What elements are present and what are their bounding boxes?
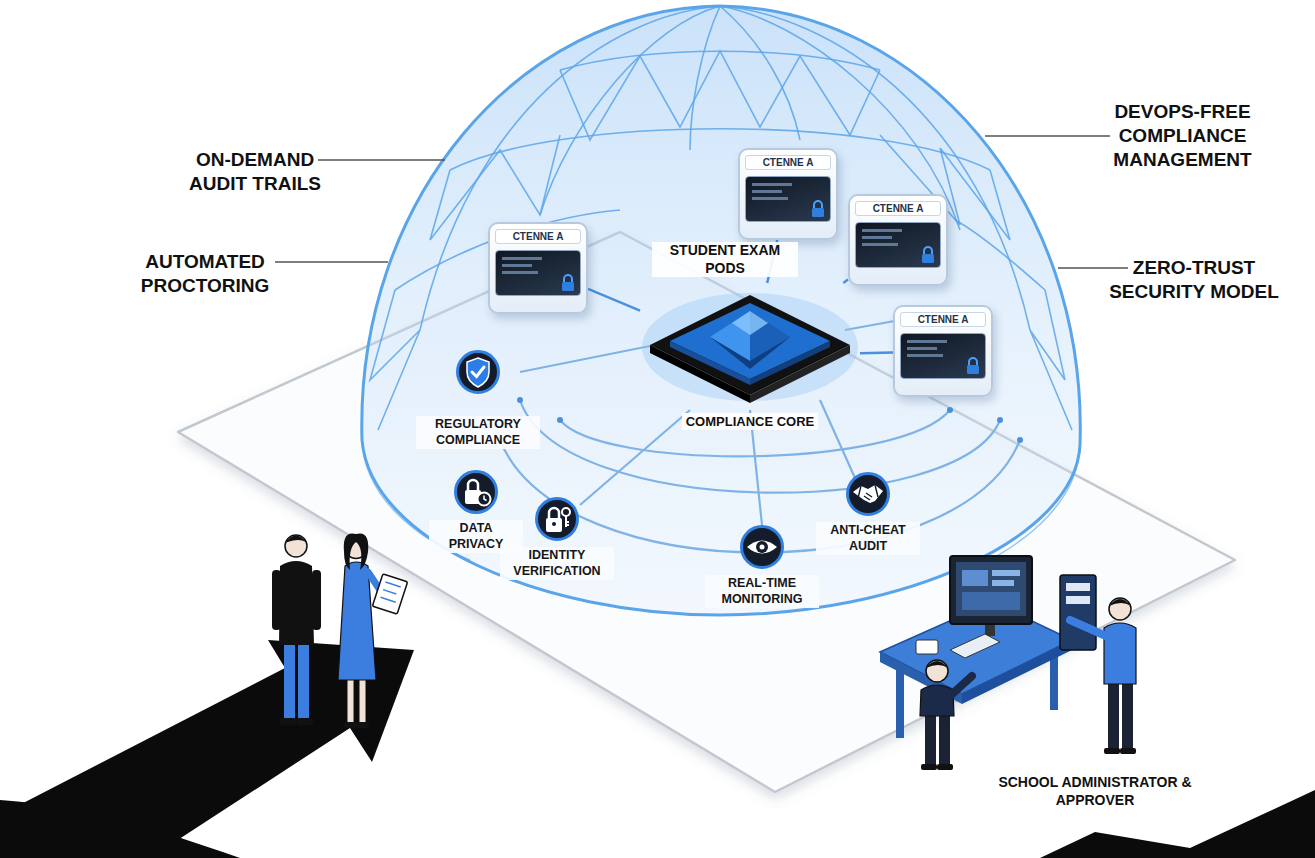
circuit-connector [843, 279, 848, 283]
circuit-connector [588, 289, 640, 311]
icon-circle [740, 525, 784, 569]
screen-lines [502, 257, 552, 277]
icon-symbol [456, 350, 500, 394]
caption-label: SCHOOL ADMINISTRATOR & APPROVER [975, 774, 1215, 809]
pod-label: CTENNE A [900, 312, 986, 327]
pod-label: CTENNE A [495, 229, 581, 244]
icon-label: ANTI-CHEAT AUDIT [816, 522, 920, 555]
lock-symbol [560, 274, 576, 292]
feature-icon: ANTI-CHEAT AUDIT [816, 472, 920, 555]
icon-circle [846, 472, 890, 516]
screen-lines [752, 183, 802, 203]
icon-symbol [740, 525, 784, 569]
pod-screen [855, 222, 941, 268]
screen-lines [907, 340, 957, 360]
person-admin-back [1070, 598, 1136, 754]
lock-symbol [920, 246, 936, 264]
callout-label: ON-DEMAND AUDIT TRAILS [180, 148, 330, 196]
exam-pod: CTENNE A [848, 194, 948, 286]
callout-label: AUTOMATED PROCTORING [130, 250, 280, 298]
pod-label: CTENNE A [745, 155, 831, 170]
circuit-connector [860, 351, 893, 354]
compliance-core: COMPLIANCE CORE [640, 283, 860, 430]
exam-pod: CTENNE A [738, 148, 838, 240]
icon-symbol [535, 497, 579, 541]
pod-screen [495, 250, 581, 296]
person-man [272, 535, 321, 725]
lock-symbol [965, 357, 981, 375]
person-woman [338, 533, 408, 728]
person-admin-front [920, 660, 972, 770]
dome [362, 6, 1080, 615]
icon-label: REGULATORY COMPLIANCE [416, 416, 540, 449]
callout-label: ZERO-TRUST SECURITY MODEL [1108, 256, 1280, 304]
admin-desk [880, 556, 1096, 738]
pod-screen [745, 176, 831, 222]
icon-label: REAL-TIME MONITORING [705, 575, 819, 608]
lock-symbol [810, 200, 826, 218]
exam-pod: CTENNE A [488, 222, 588, 314]
screen-lines [862, 229, 912, 249]
core-chip [640, 283, 860, 405]
callout-label: DEVOPS-FREE COMPLIANCE MANAGEMENT [1095, 100, 1270, 171]
icon-circle [456, 350, 500, 394]
icon-symbol [454, 470, 498, 514]
icon-label: IDENTITY VERIFICATION [500, 547, 614, 580]
feature-icon: DATA PRIVACY [429, 470, 523, 553]
icon-symbol [846, 472, 890, 516]
pod-screen [900, 333, 986, 379]
core-label: COMPLIANCE CORE [682, 413, 819, 430]
trace-dots [497, 397, 1023, 443]
dome-mesh [362, 6, 1080, 565]
feature-icon: REAL-TIME MONITORING [705, 525, 819, 608]
feature-icon: REGULATORY COMPLIANCE [416, 350, 540, 449]
exam-pod: CTENNE A [893, 305, 993, 397]
pod-label: CTENNE A [855, 201, 941, 216]
caption-label: STUDENT EXAM PODS [652, 242, 798, 277]
feature-icon: IDENTITY VERIFICATION [500, 497, 614, 580]
icon-circle [535, 497, 579, 541]
icon-circle [454, 470, 498, 514]
